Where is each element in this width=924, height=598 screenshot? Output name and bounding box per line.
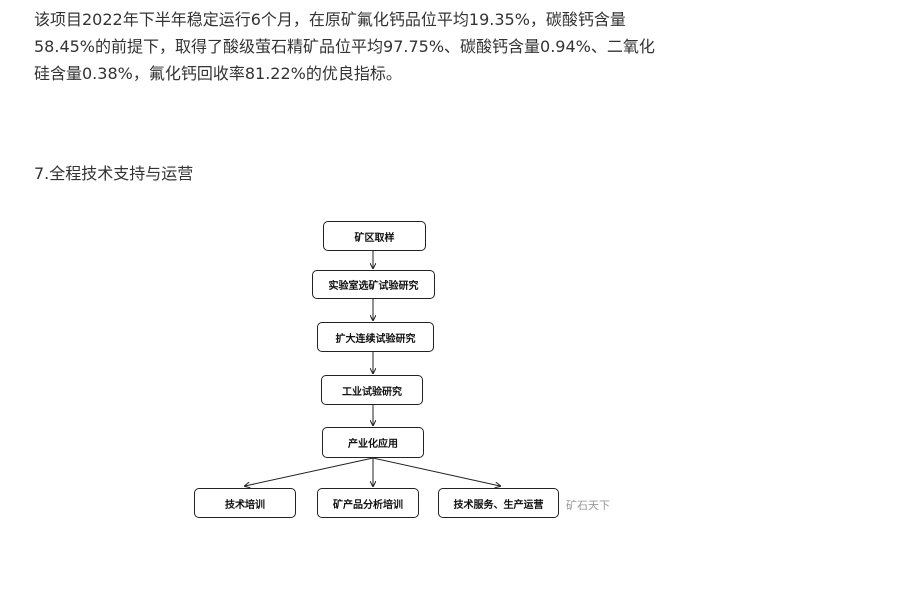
watermark: 矿石天下 [566, 499, 610, 512]
flow-branch-analysis-training: 矿产品分析培训 [317, 488, 419, 518]
body-paragraph: 该项目2022年下半年稳定运行6个月，在原矿氟化钙品位平均19.35%，碳酸钙含… [34, 6, 854, 87]
section-heading: 7.全程技术支持与运营 [34, 164, 194, 183]
paragraph-line: 该项目2022年下半年稳定运行6个月，在原矿氟化钙品位平均19.35%，碳酸钙含… [34, 10, 626, 29]
flow-node-sampling: 矿区取样 [323, 221, 426, 251]
paragraph-line: 硅含量0.38%，氟化钙回收率81.22%的优良指标。 [34, 64, 402, 83]
flow-node-lab-study: 实验室选矿试验研究 [312, 270, 435, 299]
flow-node-industrial-application: 产业化应用 [322, 427, 424, 458]
flow-branch-training: 技术培训 [194, 488, 296, 518]
arrow [372, 457, 500, 486]
flow-node-pilot-study: 扩大连续试验研究 [317, 322, 434, 352]
flow-branch-service-operation: 技术服务、生产运营 [438, 488, 559, 518]
arrow [245, 457, 374, 486]
paragraph-line: 58.45%的前提下，取得了酸级萤石精矿品位平均97.75%、碳酸钙含量0.94… [34, 37, 655, 56]
flow-node-industrial-study: 工业试验研究 [321, 375, 423, 405]
